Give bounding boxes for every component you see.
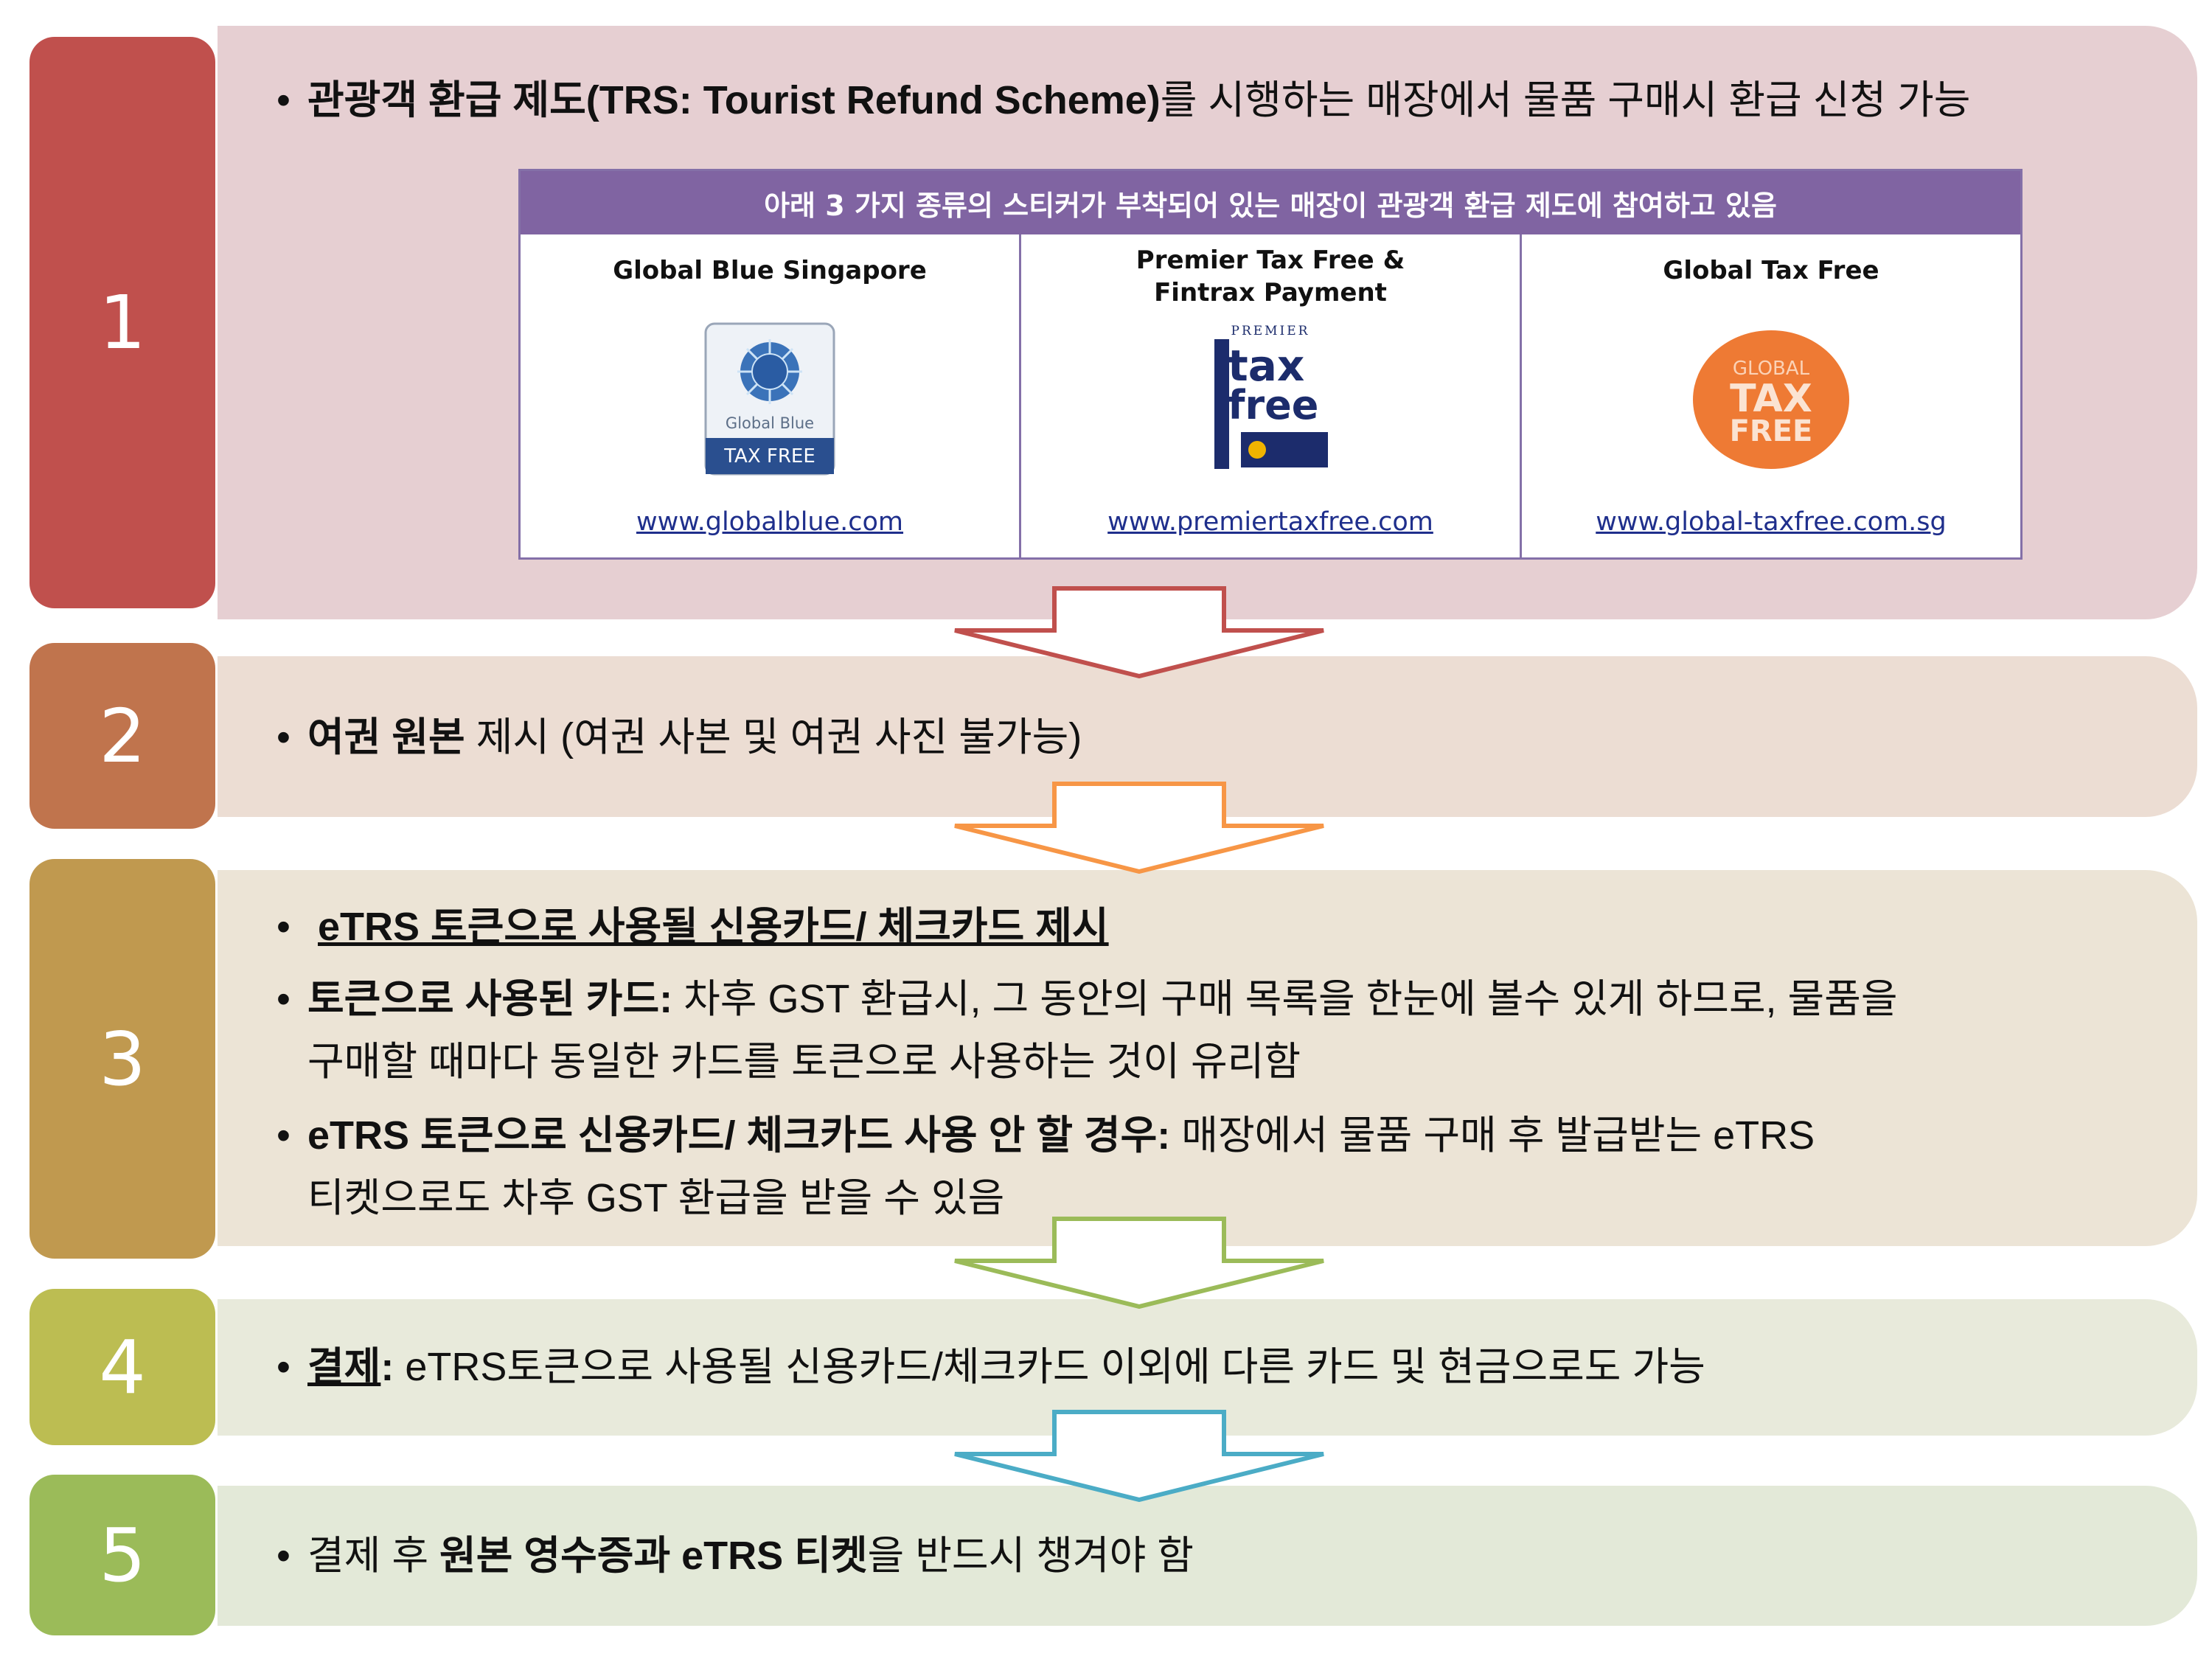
step-5-panel [218, 1486, 2197, 1626]
logo-text: TAX [1730, 377, 1812, 421]
vendor-name-line-1: Premier Tax Free & [1135, 246, 1405, 275]
step-3-number: 3 [29, 859, 215, 1259]
vendor-name: Premier Tax Free & Fintrax Payment [1021, 245, 1520, 309]
bullet: • [276, 977, 291, 1021]
step-5-rest: 을 반드시 챙겨야 함 [867, 1534, 1194, 1578]
vendor-premier-tax-free: Premier Tax Free & Fintrax Payment PREMI… [1021, 234, 1522, 557]
bullet: • [276, 1534, 291, 1578]
vendor-name-line-2: Fintrax Payment [1154, 277, 1387, 307]
step-3-line-3-bold: eTRS 토큰으로 신용카드/ 체크카드 사용 안 할 경우: [307, 1113, 1171, 1158]
step-3-line-3: • eTRS 토큰으로 신용카드/ 체크카드 사용 안 할 경우: 매장에서 물품… [276, 1112, 1815, 1160]
logo-text: Global Blue [726, 414, 814, 432]
step-3-line-1: • eTRS 토큰으로 사용될 신용카드/ 체크카드 제시 [276, 903, 1109, 951]
global-blue-logo-icon: Global Blue TAX FREE [704, 322, 835, 476]
logo-text: GLOBAL [1733, 358, 1810, 380]
step-3-line-2-continued: 구매할 때마다 동일한 카드를 토큰으로 사용하는 것이 유리함 [307, 1040, 1301, 1084]
step-1-number: 1 [29, 37, 215, 608]
down-arrow-icon [954, 1410, 1324, 1502]
step-3-line-3-continued: 티켓으로도 차후 GST 환급을 받을 수 있음 [307, 1176, 1005, 1220]
vendor-link[interactable]: www.global-taxfree.com.sg [1596, 507, 1947, 537]
step-4-colon: : [380, 1345, 394, 1389]
step-4-rest: eTRS토큰으로 사용될 신용카드/체크카드 이외에 다른 카드 및 현금으로도… [394, 1345, 1705, 1389]
step-5-bold: 원본 영수증과 eTRS 티켓 [439, 1534, 868, 1578]
global-tax-free-logo-icon: GLOBAL TAX FREE [1693, 330, 1849, 469]
step-5-number: 5 [29, 1475, 215, 1635]
down-arrow-icon [954, 586, 1324, 678]
step-4-bold: 결제 [307, 1345, 381, 1389]
tax-free-operators-table: 아래 3 가지 종류의 스티커가 부착되어 있는 매장이 관광객 환급 제도에 … [518, 169, 2023, 560]
step-1-text: • 관광객 환급 제도(TRS: Tourist Refund Scheme)를 … [276, 77, 1970, 125]
logo-text: tax [1228, 341, 1304, 391]
bullet: • [276, 905, 291, 949]
step-4-text: • 결제: eTRS토큰으로 사용될 신용카드/체크카드 이외에 다른 카드 및 … [276, 1343, 1705, 1391]
vendor-name: Global Tax Free [1663, 256, 1879, 285]
step-3-line-2-rest: 차후 GST 환급시, 그 동안의 구매 목록을 한눈에 볼수 있게 하므로, … [672, 977, 1898, 1021]
logo-text: TAX FREE [723, 445, 815, 467]
step-4-number: 4 [29, 1289, 215, 1445]
step-5-text: • 결제 후 원본 영수증과 eTRS 티켓을 반드시 챙겨야 함 [276, 1532, 1194, 1580]
table-header: 아래 3 가지 종류의 스티커가 부착되어 있는 매장이 관광객 환급 제도에 … [521, 171, 2020, 234]
down-arrow-icon [954, 782, 1324, 874]
step-2-text: • 여권 원본 제시 (여권 사본 및 여권 사진 불가능) [276, 714, 1082, 762]
premier-tax-free-logo-icon: PREMIER tax free [1211, 321, 1329, 469]
down-arrow-icon [954, 1217, 1324, 1309]
step-3-heading: eTRS 토큰으로 사용될 신용카드/ 체크카드 제시 [318, 905, 1109, 949]
step-2-rest: 제시 (여권 사본 및 여권 사진 불가능) [465, 715, 1082, 759]
logo-text: free [1228, 382, 1318, 428]
logo-text: PREMIER [1231, 324, 1310, 338]
bullet: • [276, 1113, 291, 1158]
step-1-bold: 관광객 환급 제도(TRS: Tourist Refund Scheme) [307, 78, 1161, 122]
vendor-link[interactable]: www.globalblue.com [636, 507, 904, 537]
step-3-line-3-rest: 매장에서 물품 구매 후 발급받는 eTRS [1170, 1113, 1815, 1158]
step-3-panel [218, 870, 2197, 1246]
logo-text: FREE [1730, 414, 1813, 448]
step-5-pre: 결제 후 [307, 1534, 440, 1578]
step-3-line-2-bold: 토큰으로 사용된 카드: [307, 977, 673, 1021]
vendor-global-blue: Global Blue Singapore Global Blue TAX FR… [521, 234, 1021, 557]
bullet: • [276, 78, 291, 122]
bullet: • [276, 1345, 291, 1389]
bullet: • [276, 715, 291, 759]
vendor-global-tax-free: Global Tax Free GLOBAL TAX FREE www.glob… [1522, 234, 2020, 557]
vendor-link[interactable]: www.premiertaxfree.com [1107, 507, 1433, 537]
step-3-line-2: • 토큰으로 사용된 카드: 차후 GST 환급시, 그 동안의 구매 목록을 한… [276, 975, 1898, 1023]
step-1-rest: 를 시행하는 매장에서 물품 구매시 환급 신청 가능 [1160, 78, 1971, 122]
vendor-name: Global Blue Singapore [613, 256, 927, 285]
step-2-number: 2 [29, 643, 215, 829]
step-2-bold: 여권 원본 [307, 715, 465, 759]
